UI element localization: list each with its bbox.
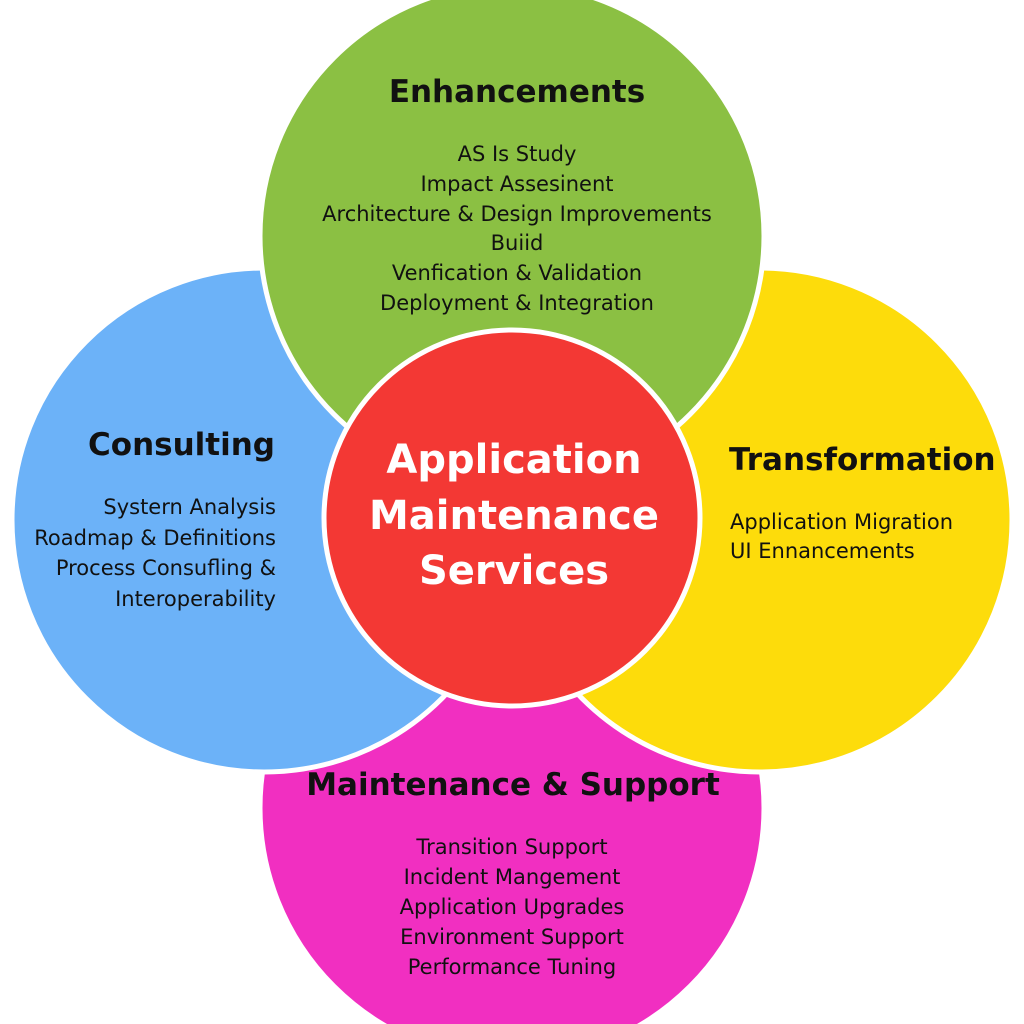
consulting-title: Consulting: [88, 427, 275, 463]
consulting-group: Consulting Systern Analysis Roadmap & De…: [34, 427, 276, 611]
center-title-line: Services: [419, 548, 609, 594]
enhancements-item: Venfication & Validation: [392, 261, 642, 285]
center-title-line: Maintenance: [369, 493, 659, 539]
transformation-item: Application Migration: [730, 510, 953, 534]
transformation-item: UI Ennancements: [730, 539, 915, 563]
maintenance-support-title: Maintenance & Support: [306, 767, 720, 803]
enhancements-item: Architecture & Design Improvements: [322, 202, 712, 226]
transformation-title: Transformation: [729, 442, 996, 478]
enhancements-item: Impact Assesinent: [420, 172, 613, 196]
maintenance-item: Incident Mangement: [404, 865, 621, 889]
consulting-item: Process Consufling &: [56, 556, 276, 580]
enhancements-item: AS Is Study: [458, 142, 577, 166]
consulting-item: Roadmap & Definitions: [34, 526, 276, 550]
maintenance-item: Transition Support: [415, 835, 607, 859]
maintenance-item: Performance Tuning: [408, 955, 616, 979]
consulting-item: Systern Analysis: [103, 495, 276, 519]
enhancements-group: Enhancements AS Is Study Impact Assesine…: [322, 74, 712, 315]
maintenance-item: Environment Support: [400, 925, 624, 949]
center-circle: [321, 327, 703, 709]
center-group: Application Maintenance Services: [369, 437, 659, 594]
maintenance-support-group: Maintenance & Support Transition Support…: [306, 767, 720, 979]
transformation-group: Transformation Application Migration UI …: [729, 442, 996, 563]
enhancements-title: Enhancements: [389, 74, 645, 110]
maintenance-item: Application Upgrades: [400, 895, 625, 919]
consulting-item: Interoperability: [115, 587, 276, 611]
enhancements-item: Buiid: [491, 231, 544, 255]
enhancements-item: Deployment & Integration: [380, 291, 654, 315]
center-title-line: Application: [386, 437, 641, 483]
